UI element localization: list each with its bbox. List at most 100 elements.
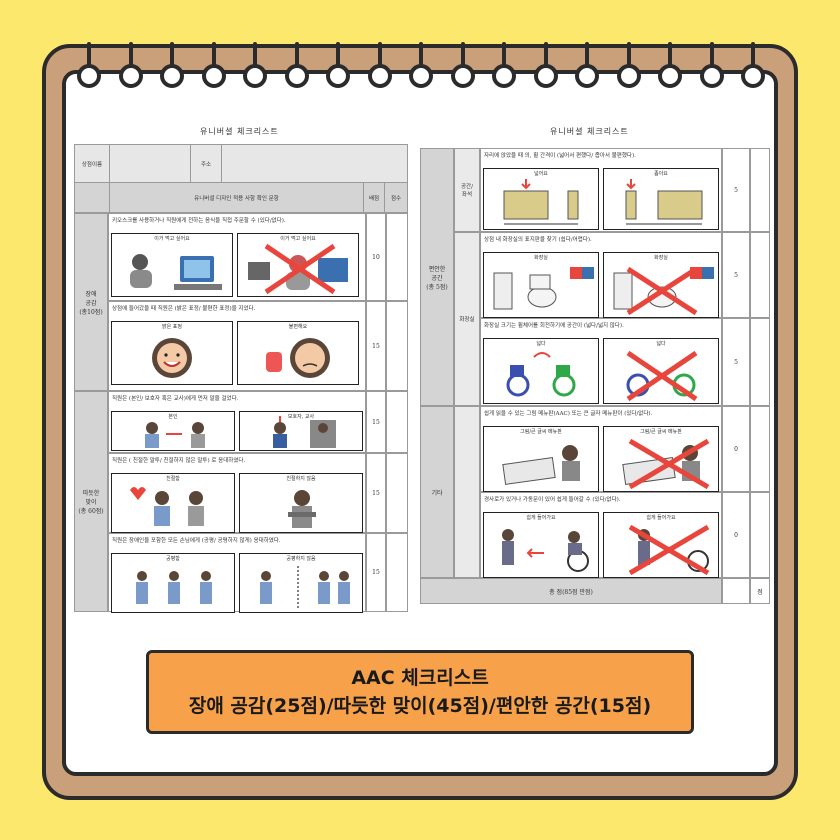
- spiral-ring: [284, 42, 310, 88]
- wheelchair-turn-icon: [506, 352, 576, 397]
- unequal-treatment-icon: [260, 566, 350, 608]
- ramp-entry-icon: [502, 529, 589, 572]
- smiling-face-icon: [152, 338, 192, 378]
- item-text: 직원은 ( 친절한 말투/ 친절하지 않은 말투) 로 응대하였다.: [112, 458, 246, 464]
- picture-card: 불편해요: [237, 321, 359, 385]
- item-text: 키오스크를 사용하거나 직원에게 전하는 음식을 직접 주문할 수 (있다/없다…: [112, 218, 286, 224]
- ramp-entry-crossed-icon: [628, 524, 710, 576]
- picture-menu-crossed-icon: [622, 438, 710, 490]
- right-item-2-points: 5: [722, 232, 750, 318]
- right-item-1-points: 5: [722, 148, 750, 232]
- checklist-banner: AAC 체크리스트 장애 공감(25점)/따듯한 맞이(45점)/편안한 공간(…: [146, 650, 694, 734]
- section-empathy-label: 장애 공감 (총10점): [74, 213, 108, 391]
- friendly-greeting-icon: [130, 487, 204, 526]
- picture-card: 본인: [111, 411, 235, 451]
- wheelchair-turn-crossed-icon: [626, 350, 698, 402]
- picture-card: 이거 먹고 싶어요: [237, 233, 359, 297]
- header-points: 배점: [363, 182, 385, 213]
- picture-card: 그림/큰 글씨 메뉴판: [603, 426, 719, 492]
- left-item-5-score[interactable]: [386, 533, 408, 612]
- guardian-teacher-icon: [273, 416, 336, 448]
- right-item-5: 경사로가 있거나 가동문이 있어 쉽게 들어갈 수 (있다/없다). 쉽게 들어…: [480, 492, 722, 578]
- left-item-2-score[interactable]: [386, 301, 408, 391]
- picture-card: 쉽게 들어가요: [483, 512, 599, 578]
- picture-card: 이거 먹고 싶어요: [111, 233, 233, 297]
- picture-card: 친절함: [111, 473, 235, 533]
- item-text: 화장실 크기는 휠체어를 회전하기에 공간이 (넓다/넓지 않다).: [484, 323, 624, 329]
- picture-card: 친절하지 않음: [239, 473, 363, 533]
- right-item-4: 쉽게 읽을 수 있는 그림 메뉴판(AAC) 또는 큰 글자 메뉴판이 (있다/…: [480, 406, 722, 492]
- right-item-3-score[interactable]: [750, 318, 770, 406]
- right-item-1-score[interactable]: [750, 148, 770, 232]
- spiral-ring: [533, 42, 559, 88]
- narrow-gap-icon: [625, 179, 703, 225]
- wide-gap-icon: [503, 179, 579, 225]
- right-item-4-points: 0: [722, 406, 750, 492]
- picture-card: 공평하지 않음: [239, 553, 363, 613]
- restroom-sign-icon: [493, 267, 594, 310]
- item-text: 경사로가 있거나 가동문이 있어 쉽게 들어갈 수 (있다/없다).: [484, 497, 621, 503]
- kiosk-order-icon: [130, 254, 222, 290]
- right-item-4-score[interactable]: [750, 406, 770, 492]
- talk-to-person-icon: [145, 422, 205, 448]
- unfriendly-icon: [288, 490, 316, 528]
- spiral-ring: [657, 42, 683, 88]
- picture-card: 화장실: [603, 252, 719, 318]
- picture-card: 넓다: [483, 338, 599, 404]
- spiral-ring: [367, 42, 393, 88]
- picture-card: 화장실: [483, 252, 599, 318]
- header-item: 유니버셜 디자인 적용 사항 확인 문항: [109, 182, 364, 213]
- item-text: 상점에 들어갔을 때 직원은 (밝은 표정/ 불편한 표정)을 지었다.: [112, 306, 256, 312]
- spiral-ring: [408, 42, 434, 88]
- right-item-2-score[interactable]: [750, 232, 770, 318]
- spiral-ring: [491, 42, 517, 88]
- item-text: 직원은 장애인을 포함한 모든 손님에게 (공평/ 공평하지 않게) 응대하였다…: [112, 538, 281, 544]
- upset-face-icon: [266, 338, 330, 378]
- total-score-blank[interactable]: [722, 578, 750, 604]
- spiral-ring: [159, 42, 185, 88]
- left-checklist-page: 유니버셜 체크리스트 상점이름 주소 유니버셜 디자인 적용 사항 확인 문항 …: [74, 118, 410, 613]
- right-item-5-score[interactable]: [750, 492, 770, 578]
- left-item-3-points: 15: [366, 391, 386, 453]
- right-item-2: 상점 내 화장실의 표지판을 찾기 (쉽다/어렵다). 화장실 화장실: [480, 232, 722, 318]
- right-item-5-points: 0: [722, 492, 750, 578]
- item-text: 상점 내 화장실의 표지판을 찾기 (쉽다/어렵다).: [484, 237, 592, 243]
- sub-space-label: 공간/ 좌석: [454, 148, 480, 232]
- section-comfort-label: 편안한 공간 (총 5점): [420, 148, 454, 406]
- left-item-2-points: 15: [366, 301, 386, 391]
- right-item-1: 자리에 앉았을 때 의, 휠 간격이 (넓어서 편했다/ 좁아서 불편했다). …: [480, 148, 722, 232]
- total-label: 총 점(85점 만점): [420, 578, 722, 604]
- left-item-4-points: 15: [366, 453, 386, 533]
- store-name-label: 상점이름: [74, 144, 110, 183]
- spiral-ring: [699, 42, 725, 88]
- address-value: [221, 144, 408, 183]
- spiral-ring: [76, 42, 102, 88]
- equal-treatment-icon: [136, 571, 212, 604]
- right-doc-title: 유니버셜 체크리스트: [550, 127, 629, 136]
- left-doc-title: 유니버셜 체크리스트: [200, 127, 279, 136]
- kiosk-order-crossed-icon: [248, 243, 348, 295]
- spiral-ring: [616, 42, 642, 88]
- banner-title: AAC 체크리스트: [351, 667, 489, 689]
- picture-card: 공평함: [111, 553, 235, 613]
- spiral-binding: [76, 42, 766, 90]
- right-checklist-page: 유니버셜 체크리스트 편안한 공간 (총 5점) 기타 공간/ 좌석 화장실 자…: [420, 118, 770, 612]
- left-item-3-score[interactable]: [386, 391, 408, 453]
- right-item-3: 화장실 크기는 휠체어를 회전하기에 공간이 (넓다/넓지 않다). 넓다 넓다: [480, 318, 722, 406]
- left-item-1-score[interactable]: [386, 213, 408, 301]
- section-welcome-label: 따듯한 맞이 (총 60점): [74, 391, 108, 612]
- left-item-2: 상점에 들어갔을 때 직원은 (밝은 표정/ 불편한 표정)을 지었다. 밝은 …: [108, 301, 366, 391]
- section-etc-label: 기타: [420, 406, 454, 578]
- picture-card: 밝은 표정: [111, 321, 233, 385]
- spiral-ring: [574, 42, 600, 88]
- picture-card: 쉽게 들어가요: [603, 512, 719, 578]
- left-item-5-points: 15: [366, 533, 386, 612]
- store-name-value: [109, 144, 191, 183]
- left-item-4-score[interactable]: [386, 453, 408, 533]
- spiral-ring: [740, 42, 766, 88]
- left-item-4: 직원은 ( 친절한 말투/ 친절하지 않은 말투) 로 응대하였다. 친절함 친…: [108, 453, 366, 533]
- total-score-unit: 점: [750, 578, 770, 604]
- banner-subtitle: 장애 공감(25점)/따듯한 맞이(45점)/편안한 공간(15점): [188, 695, 652, 717]
- spiral-ring: [242, 42, 268, 88]
- left-item-3: 직원은 (본인/ 보호자 혹은 교사)에게 먼저 말을 걸었다. 본인 보호자,…: [108, 391, 366, 453]
